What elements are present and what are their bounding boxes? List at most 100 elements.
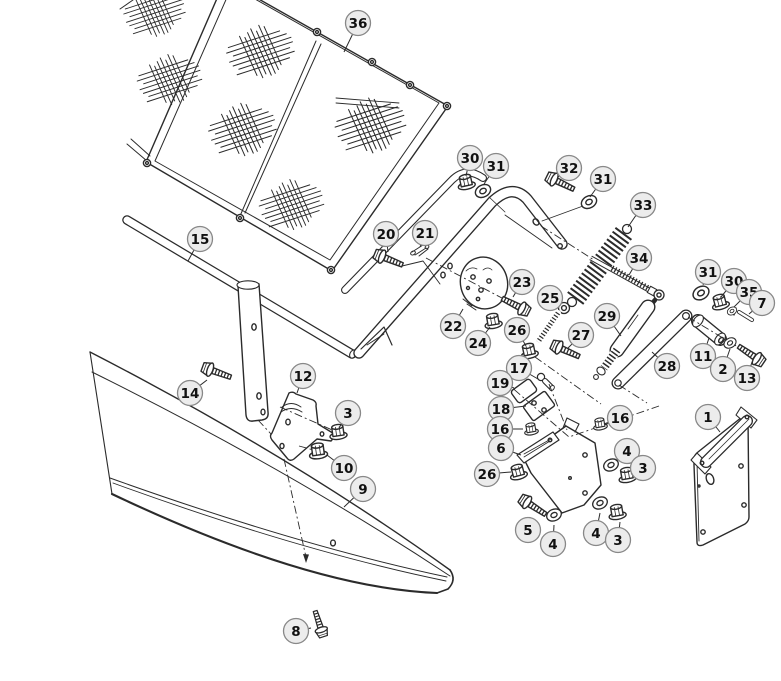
- rivet-icon: [326, 265, 336, 275]
- callout-balloon-31-7[interactable]: 31: [589, 165, 617, 198]
- callout-number: 32: [560, 161, 579, 177]
- callout-balloon-33-8[interactable]: 33: [627, 191, 657, 228]
- callout-circle: [464, 329, 492, 357]
- callout-circle: [689, 342, 717, 370]
- callout-balloon-31-5[interactable]: 31: [482, 152, 510, 185]
- callout-circle: [334, 399, 362, 427]
- callout-number: 36: [349, 16, 368, 32]
- callout-number: 14: [181, 386, 200, 402]
- callout-circle: [505, 354, 533, 382]
- link-arm-28: [611, 309, 693, 390]
- callout-balloon-2-23[interactable]: 2: [709, 348, 737, 383]
- callout-balloon-19-26[interactable]: 19: [486, 369, 515, 397]
- callout-circle: [555, 154, 583, 182]
- callout-balloon-4-36[interactable]: 4: [582, 512, 610, 547]
- callout-number: 31: [487, 159, 506, 175]
- callout-number: 34: [630, 251, 649, 267]
- callout-circle: [503, 316, 531, 344]
- callout-balloon-4-32[interactable]: 4: [613, 437, 641, 465]
- callout-balloon-27-20[interactable]: 27: [567, 321, 595, 349]
- leader-arrow-icon: [303, 554, 309, 563]
- callout-circle: [589, 165, 617, 193]
- callout-circle: [349, 475, 377, 503]
- callout-number: 4: [591, 526, 600, 542]
- support-bail-tube: [353, 186, 568, 359]
- callout-balloon-11-22[interactable]: 11: [689, 337, 717, 370]
- callout-balloon-8-44[interactable]: 8: [282, 617, 312, 645]
- callout-balloon-23-14[interactable]: 23: [508, 268, 536, 298]
- callout-number: 17: [510, 361, 529, 377]
- callout-number: 2: [718, 362, 727, 378]
- callout-balloon-28-21[interactable]: 28: [651, 351, 681, 380]
- bail-rear-leg: [341, 168, 487, 294]
- callout-balloon-29-19[interactable]: 29: [593, 302, 622, 337]
- callout-balloon-22-16[interactable]: 22: [439, 308, 467, 340]
- callout-balloon-14-39[interactable]: 14: [176, 379, 208, 407]
- washer-31b: [578, 192, 600, 212]
- callout-circle: [289, 362, 317, 390]
- callout-circle: [330, 454, 358, 482]
- callout-number: 4: [622, 444, 631, 460]
- callout-number: 12: [294, 369, 313, 385]
- callout-balloon-7-13[interactable]: 7: [748, 289, 776, 317]
- callout-balloon-10-42[interactable]: 10: [326, 454, 358, 482]
- callout-balloon-4-35[interactable]: 4: [539, 524, 567, 558]
- callout-number: 3: [638, 461, 647, 477]
- callout-balloon-3-41[interactable]: 3: [334, 399, 362, 429]
- callout-balloon-16-28[interactable]: 16: [486, 415, 524, 443]
- callout-balloon-25-15[interactable]: 25: [536, 284, 564, 312]
- bolt-14: [200, 360, 233, 383]
- callout-balloon-31-10[interactable]: 31: [694, 258, 722, 286]
- callout-number: 25: [541, 291, 560, 307]
- eye-bolt-25: [535, 301, 571, 345]
- callout-number: 29: [598, 309, 617, 325]
- callout-circle: [411, 219, 439, 247]
- callout-balloon-9-43[interactable]: 9: [343, 475, 377, 508]
- callout-balloon-30-4[interactable]: 30: [456, 144, 484, 177]
- callout-balloon-5-34[interactable]: 5: [514, 516, 542, 544]
- callout-number: 5: [523, 523, 532, 539]
- washer-31c: [689, 282, 713, 304]
- callout-balloon-20-2[interactable]: 20: [372, 220, 400, 253]
- callout-number: 24: [469, 336, 488, 352]
- callout-circle: [567, 321, 595, 349]
- callout-balloon-1-38[interactable]: 1: [694, 403, 722, 433]
- callout-number: 31: [594, 172, 613, 188]
- callout-balloon-3-37[interactable]: 3: [604, 521, 632, 554]
- callout-number: 31: [699, 265, 718, 281]
- callout-balloon-12-40[interactable]: 12: [289, 362, 317, 394]
- callout-balloon-17-25[interactable]: 17: [505, 354, 539, 382]
- rivet-icon: [405, 80, 415, 90]
- callout-balloon-18-27[interactable]: 18: [487, 395, 527, 423]
- callout-balloon-13-24[interactable]: 13: [733, 361, 761, 392]
- callout-balloon-3-33[interactable]: 3: [629, 454, 657, 482]
- callout-number: 16: [491, 422, 510, 438]
- alignment-leader-lines: [488, 196, 584, 222]
- bolt-8: [309, 609, 329, 639]
- callout-number: 1: [703, 410, 712, 426]
- pivot-bushing-11: [691, 314, 727, 346]
- rivet-icon: [142, 158, 152, 168]
- callout-balloon-36-0[interactable]: 36: [343, 9, 372, 53]
- callout-balloon-26-18[interactable]: 26: [503, 316, 531, 347]
- callout-circle: [473, 460, 501, 488]
- callout-balloon-6-30[interactable]: 6: [487, 434, 522, 462]
- callout-balloon-15-1[interactable]: 15: [186, 225, 214, 262]
- callout-number: 33: [634, 198, 653, 214]
- callout-balloon-26-31[interactable]: 26: [473, 460, 512, 488]
- callout-balloon-24-17[interactable]: 24: [464, 326, 492, 357]
- callout-balloon-32-6[interactable]: 32: [555, 154, 583, 182]
- callout-balloon-34-9[interactable]: 34: [625, 244, 653, 276]
- callout-number: 3: [613, 533, 622, 549]
- callout-number: 6: [496, 441, 505, 457]
- mount-bracket-6: [516, 417, 602, 514]
- callout-balloon-21-3[interactable]: 21: [411, 219, 439, 248]
- callout-circle: [709, 355, 737, 383]
- rivet-icon: [442, 101, 452, 111]
- callout-balloon-16-29[interactable]: 16: [603, 404, 634, 432]
- callout-circle: [606, 404, 634, 432]
- callout-number: 28: [658, 359, 677, 375]
- callout-circle: [487, 434, 515, 462]
